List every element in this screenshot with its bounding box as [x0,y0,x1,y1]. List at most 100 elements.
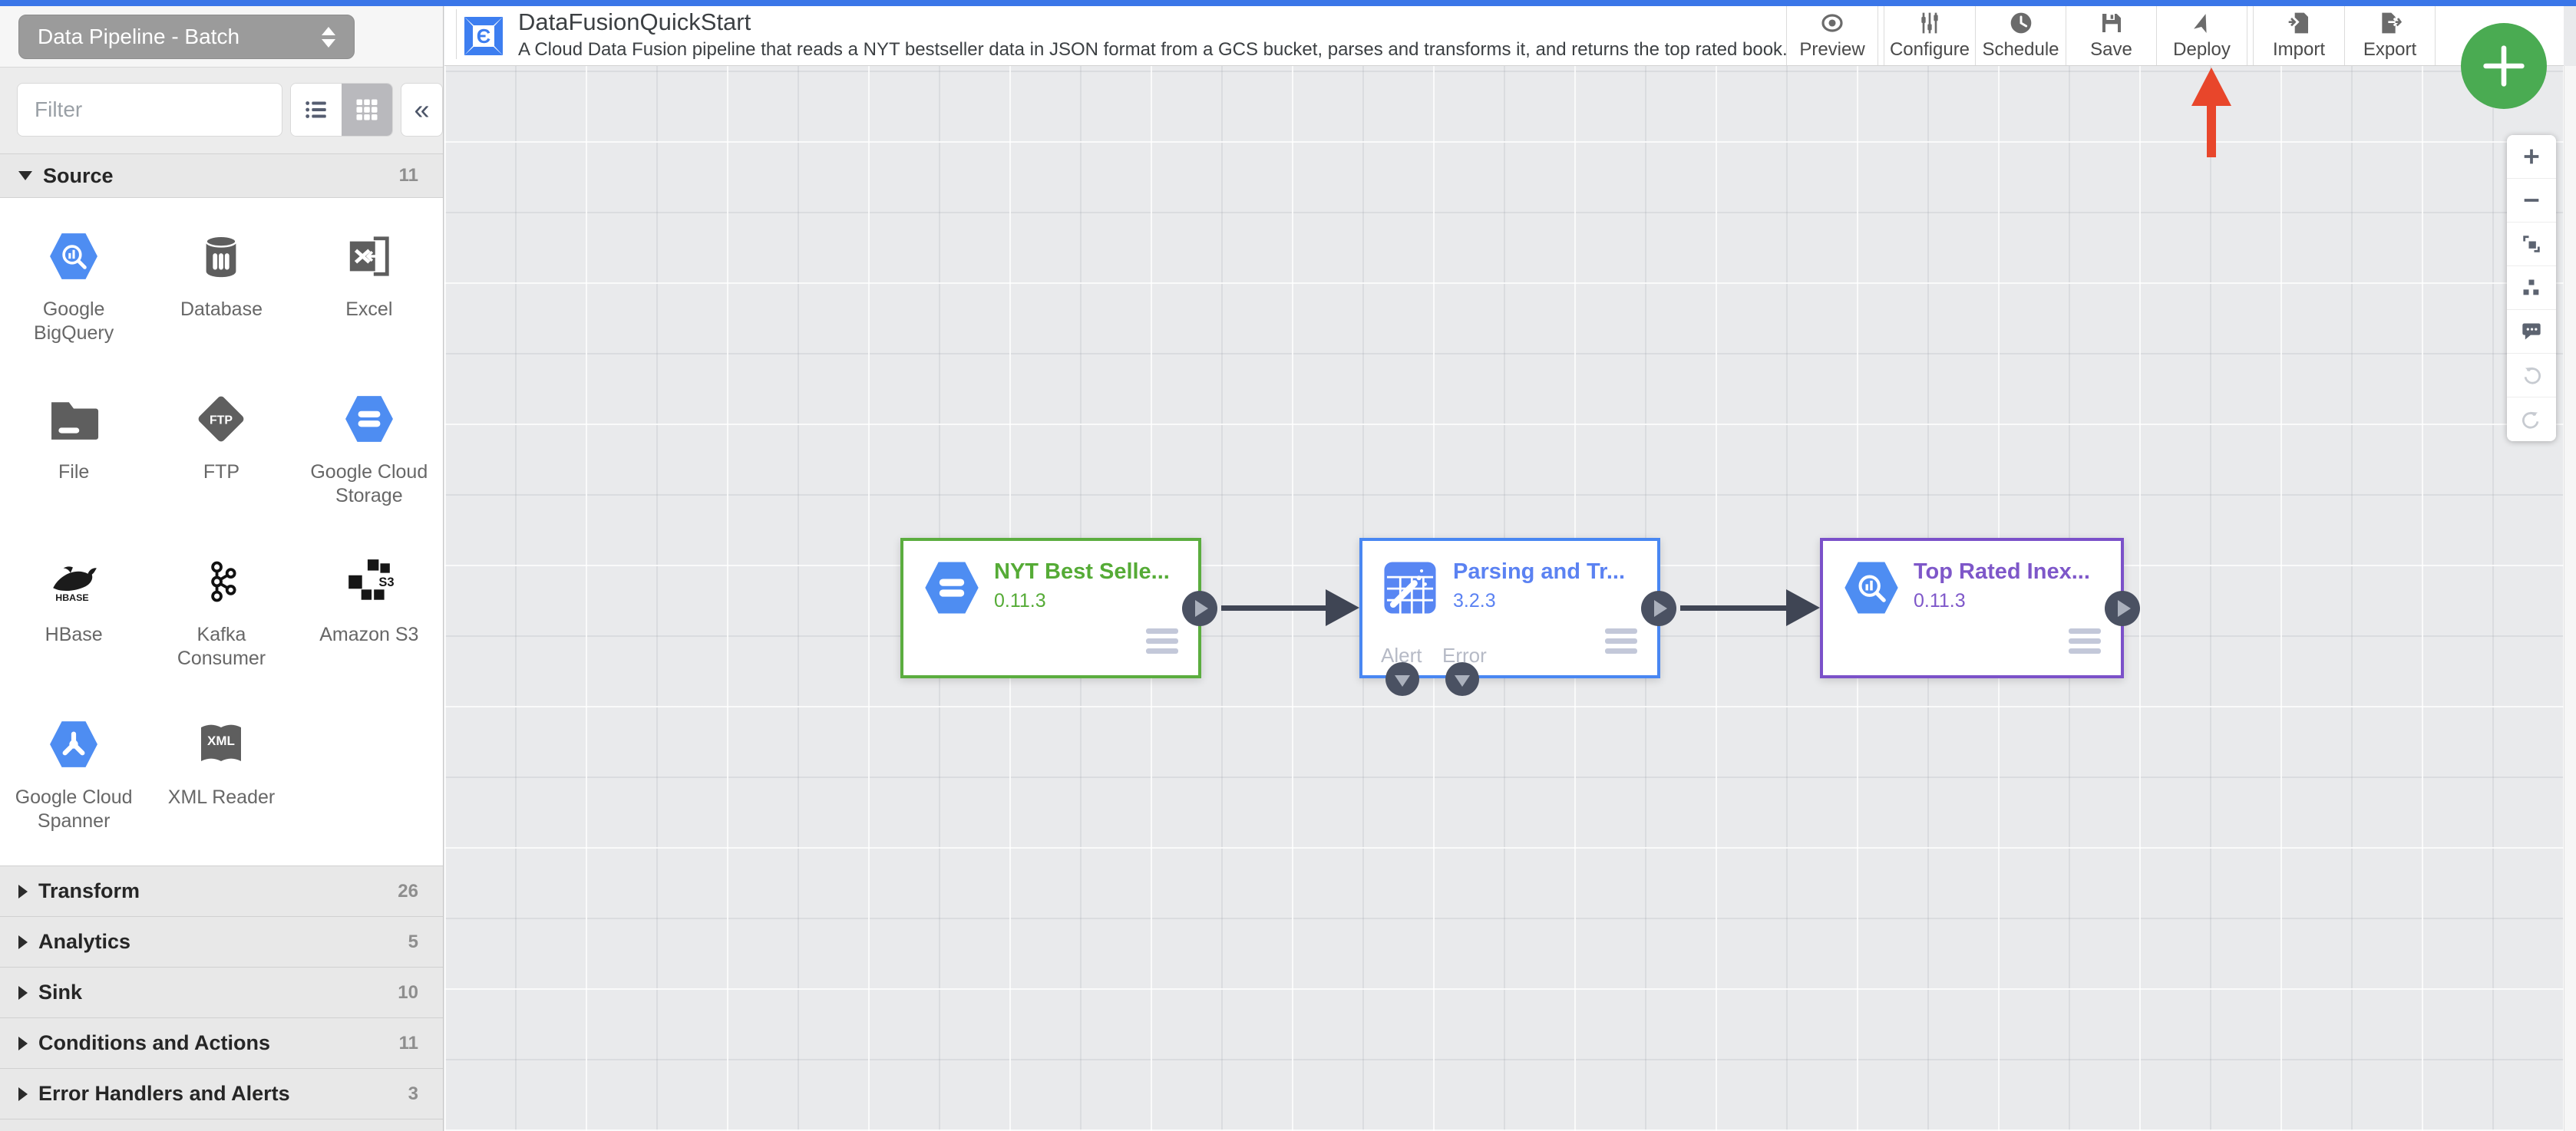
node-version: 3.2.3 [1453,590,1496,612]
svg-text:Є: Є [477,25,491,48]
section-count: 5 [408,931,418,952]
section-label: Conditions and Actions [38,1031,270,1054]
fit-to-screen-button[interactable] [2507,223,2556,266]
pipeline-title: DataFusionQuickStart [518,8,751,35]
plus-icon [2483,45,2525,87]
canvas-scrollbar[interactable] [2564,66,2576,1131]
plus-icon [2524,149,2539,164]
plugin-database[interactable]: Database [147,216,295,379]
paper-plane-icon [2193,14,2207,34]
amazon-s3-icon: S3 [343,552,395,611]
output-port[interactable] [1641,590,1676,626]
plugin-google-bigquery[interactable]: Google BigQuery [0,216,147,379]
list-view-button[interactable] [291,84,342,136]
plugin-ftp[interactable]: FTP FTP [147,379,295,542]
google-bigquery-icon [1841,559,1901,620]
header-toolbar: Preview Configure Schedule Save [1786,6,2436,65]
export-button[interactable]: Export [2344,6,2435,65]
toolbar-group-io: Import Export [2253,6,2436,65]
plugin-label: FTP [203,461,240,483]
schedule-button[interactable]: Schedule [1975,6,2066,65]
list-view-icon [305,101,326,118]
node-nyt-best-sellers[interactable]: NYT Best Selle... 0.11.3 [900,538,1217,678]
minus-icon [2524,199,2539,202]
toolbar-group-main: Configure Schedule Save Deploy [1884,6,2247,65]
node-menu-icon[interactable] [2069,628,2101,654]
add-plugin-button[interactable] [2461,23,2547,109]
connection-line[interactable] [1221,605,1327,611]
eye-icon [1821,14,1843,32]
section-label: Transform [38,879,140,902]
section-label: Source [43,163,114,187]
xml-reader-icon: XML [195,715,247,773]
align-nodes-icon [2523,279,2539,295]
plugin-google-cloud-spanner[interactable]: Google Cloud Spanner [0,704,147,867]
connection-arrowhead [1326,589,1359,626]
caret-right-icon [18,884,28,899]
error-port[interactable] [1445,662,1479,696]
pipeline-header: Є DataFusionQuickStart A Cloud Data Fusi… [444,6,2564,66]
pipeline-type-select[interactable]: Data Pipeline - Batch [18,15,355,59]
export-icon [2381,12,2402,34]
google-cloud-storage-icon [342,390,396,448]
filter-input[interactable] [17,83,282,137]
source-plugin-grid: Google BigQuery Database Excel File [0,198,443,866]
plugin-hbase[interactable]: HBASE HBase [0,542,147,704]
alert-port[interactable] [1385,662,1419,696]
cdap-logo-icon: Є [463,15,504,61]
view-toggle-group [290,83,393,137]
section-header-analytics[interactable]: Analytics 5 [0,917,443,968]
toolbar-group-preview: Preview [1786,6,1878,65]
pipeline-description: A Cloud Data Fusion pipeline that reads … [518,39,1798,60]
redo-button[interactable] [2507,397,2556,441]
plugin-xml-reader[interactable]: XML XML Reader [147,704,295,867]
section-header-error-handlers-and-alerts[interactable]: Error Handlers and Alerts 3 [0,1069,443,1119]
align-nodes-button[interactable] [2507,266,2556,310]
zoom-in-button[interactable] [2507,135,2556,179]
plugin-label: Google Cloud Storage [310,461,428,507]
section-header-sink[interactable]: Sink 10 [0,968,443,1018]
configure-button[interactable]: Configure [1884,6,1975,65]
preview-button[interactable]: Preview [1787,6,1878,65]
output-port[interactable] [2105,590,2140,626]
import-button[interactable]: Import [2254,6,2344,65]
sidebar-collapse-button[interactable]: « [401,83,443,137]
deploy-button[interactable]: Deploy [2156,6,2247,65]
svg-text:FTP: FTP [210,414,233,427]
section-header-transform[interactable]: Transform 26 [0,866,443,917]
save-button[interactable]: Save [2066,6,2156,65]
plugin-label: Kafka Consumer [177,624,266,670]
comment-button[interactable] [2507,310,2556,354]
node-menu-icon[interactable] [1605,628,1637,654]
node-menu-icon[interactable] [1146,628,1178,654]
pipeline-canvas[interactable]: NYT Best Selle... 0.11.3 Parsing and Tr.… [444,66,2564,1131]
node-top-rated-inexpensive[interactable]: Top Rated Inex... 0.11.3 [1820,538,2140,678]
deploy-annotation-arrow-icon [2191,68,2231,157]
plugin-excel[interactable]: Excel [296,216,443,379]
database-icon [197,227,245,285]
zoom-out-button[interactable] [2507,179,2556,223]
top-blue-bar [0,0,2576,6]
plugin-file[interactable]: File [0,379,147,542]
connection-line[interactable] [1680,605,1788,611]
import-icon [2288,12,2308,34]
plugin-label: HBase [45,624,103,645]
plugin-label: File [58,461,90,483]
output-port[interactable] [1182,590,1217,626]
node-title: Top Rated Inex... [1914,559,2090,584]
grid-view-button[interactable] [342,84,392,136]
plugin-google-cloud-storage[interactable]: Google Cloud Storage [296,379,443,542]
node-parsing-and-transform[interactable]: Parsing and Tr... 3.2.3 Alert Error [1359,538,1676,696]
plugin-kafka-consumer[interactable]: Kafka Consumer [147,542,295,704]
select-updown-icon [322,26,335,48]
pipeline-type-row: Data Pipeline - Batch [0,6,443,68]
section-header-conditions-and-actions[interactable]: Conditions and Actions 11 [0,1018,443,1069]
undo-button[interactable] [2507,354,2556,397]
plugin-amazon-s3[interactable]: S3 Amazon S3 [296,542,443,704]
section-header-source[interactable]: Source 11 [0,153,443,198]
caret-right-icon [18,935,28,949]
wrangler-icon [1381,559,1439,620]
caret-right-icon [18,985,28,1000]
filter-row: « [0,68,443,153]
undo-icon [2524,367,2541,384]
